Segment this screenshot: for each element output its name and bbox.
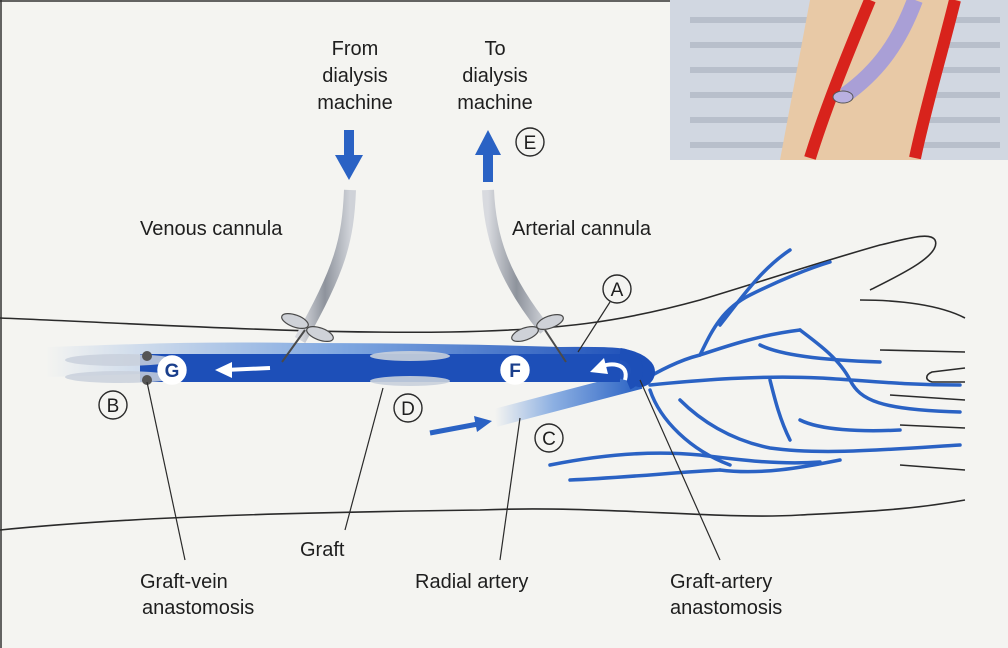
marker-f: F: [501, 356, 529, 384]
venous-wing-right: [305, 324, 335, 345]
svg-text:E: E: [524, 133, 537, 154]
arm-upper-outline: [0, 236, 936, 332]
finger-outline-4: [890, 395, 965, 400]
marker-c: C: [535, 424, 563, 452]
radial-artery: [495, 380, 640, 418]
venous-cannula: [300, 190, 350, 340]
finger-outline-3: [927, 368, 965, 382]
graft-vein-anastomosis-line-2: anastomosis: [142, 597, 254, 619]
svg-text:A: A: [611, 280, 624, 301]
radial-artery-label: Radial artery: [415, 571, 528, 593]
inflow-arrow: [430, 424, 478, 433]
marker-e: E: [516, 128, 544, 156]
svg-text:C: C: [542, 429, 556, 450]
graft-artery-anastomosis-line-2: anastomosis: [670, 597, 782, 619]
to-machine-line-3: machine: [457, 92, 533, 114]
suture-top: [142, 351, 152, 361]
finger-outline-2: [880, 350, 965, 352]
graft-wall-top: [370, 351, 450, 361]
inflow-arrowhead: [474, 416, 492, 432]
from-machine-line-2: dialysis: [322, 65, 388, 87]
finger-outline-5: [900, 425, 965, 428]
graft-wall-bottom: [370, 376, 450, 386]
from-machine-line-1: From: [332, 38, 379, 60]
arterial-cannula-label: Arterial cannula: [512, 218, 652, 240]
arterial-cannula: [488, 190, 545, 330]
svg-text:D: D: [401, 399, 415, 420]
svg-text:F: F: [509, 361, 521, 382]
marker-a: A: [603, 275, 631, 303]
arm-lower-outline: [0, 500, 965, 530]
finger-outline-6: [900, 465, 965, 470]
graft-label: Graft: [300, 539, 345, 561]
svg-text:B: B: [107, 396, 120, 417]
venous-cannula-label: Venous cannula: [140, 218, 283, 240]
to-machine-arrow: [475, 130, 501, 182]
from-machine-line-3: machine: [317, 92, 393, 114]
finger-outline-1: [860, 300, 965, 318]
inset-illustration: [670, 0, 1008, 160]
marker-b: B: [99, 391, 127, 419]
graft-vein-anastomosis-line-1: Graft-vein: [140, 571, 228, 593]
svg-text:G: G: [165, 361, 180, 382]
from-machine-arrow: [335, 130, 363, 180]
inset-anastomosis: [833, 91, 853, 103]
marker-d: D: [394, 394, 422, 422]
to-machine-line-1: To: [484, 38, 505, 60]
venous-wing-left: [280, 311, 310, 332]
arterial-wing-left: [510, 324, 540, 345]
graft-artery-anastomosis-line-1: Graft-artery: [670, 571, 772, 593]
to-machine-line-2: dialysis: [462, 65, 528, 87]
marker-g: G: [158, 356, 186, 384]
